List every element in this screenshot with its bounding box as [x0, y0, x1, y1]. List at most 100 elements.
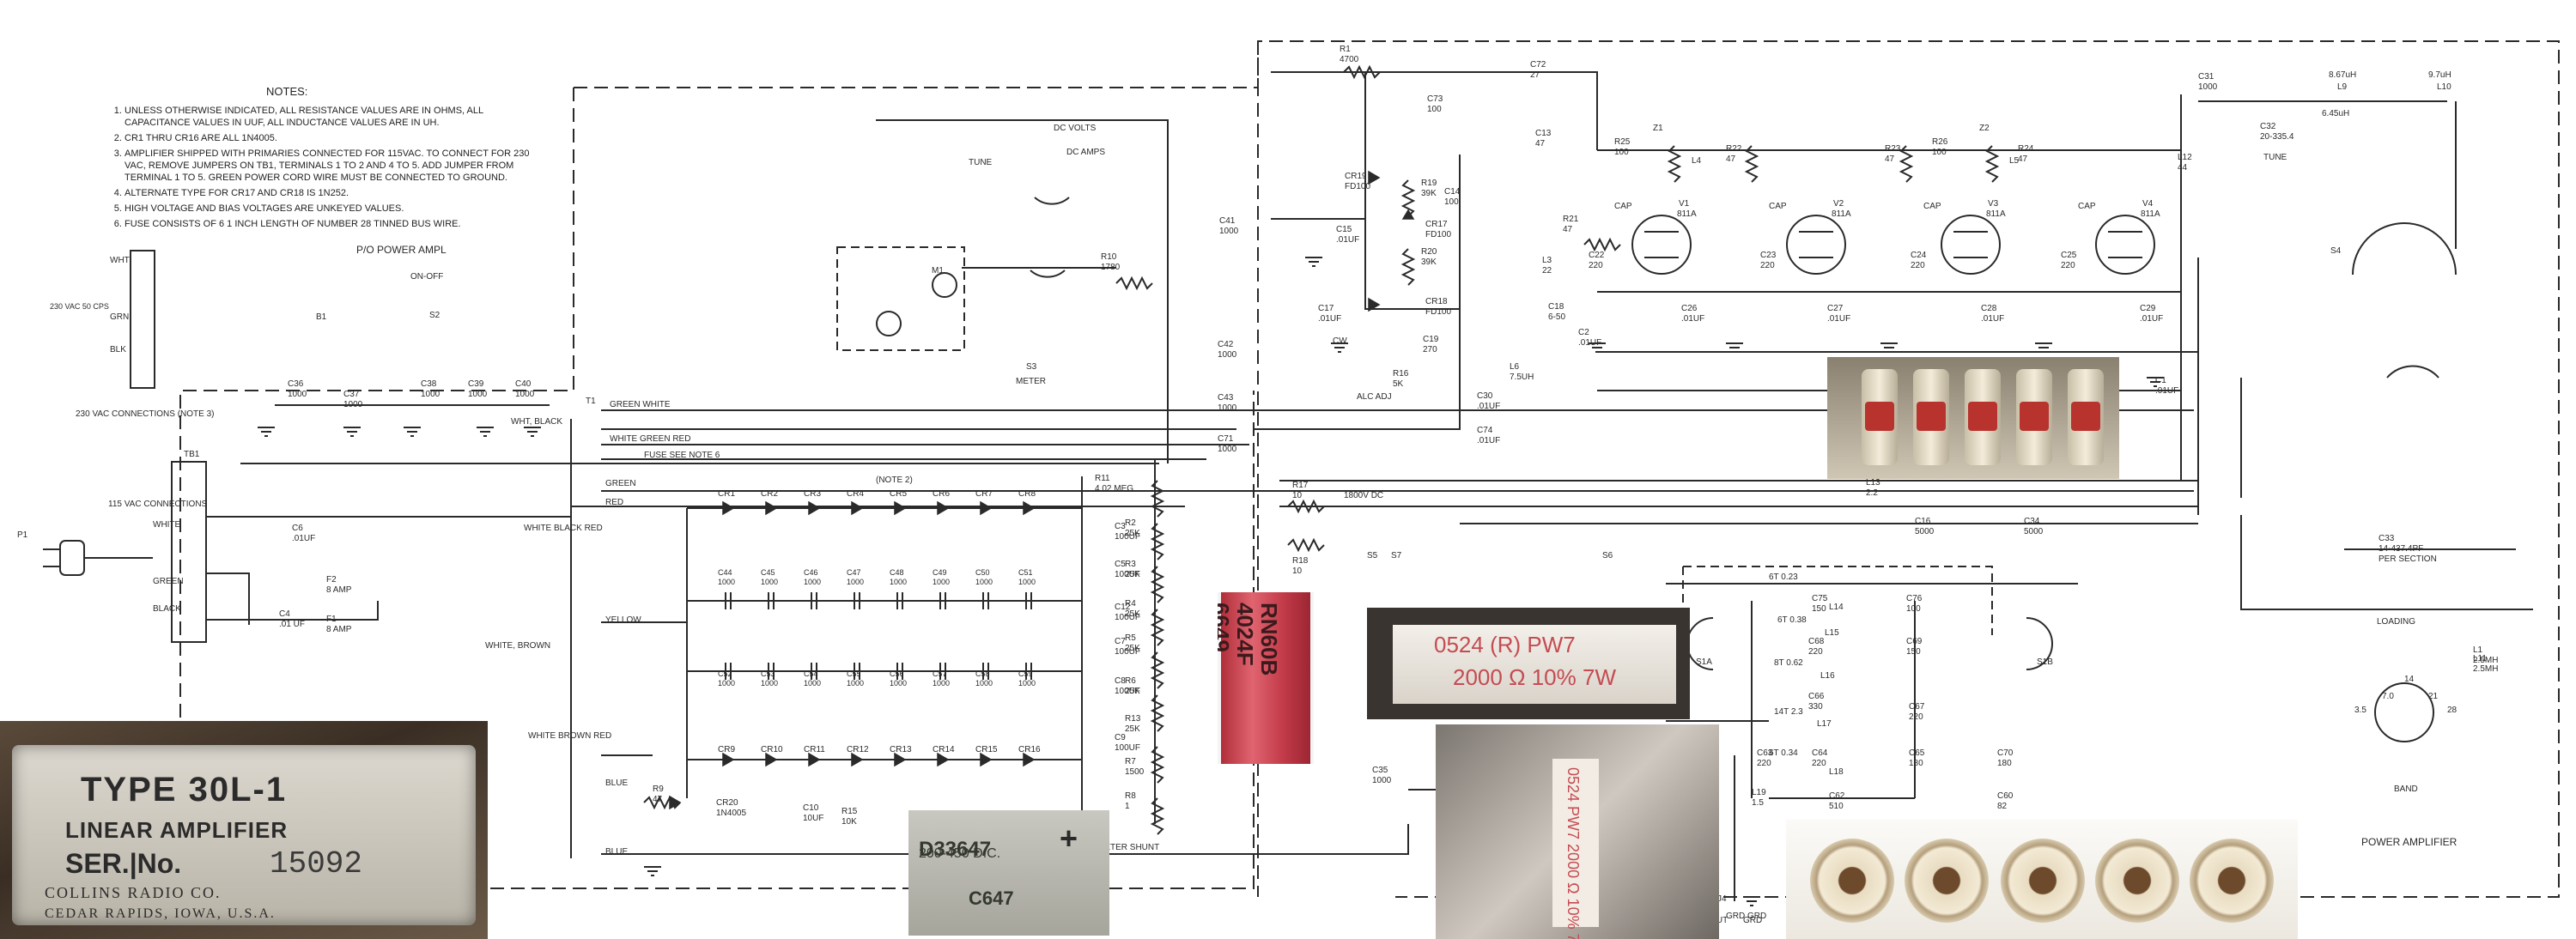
- wire-label: BLK: [110, 345, 126, 354]
- component-label-c68: C68: [1808, 637, 1825, 646]
- component-label-c29: C29: [2140, 304, 2156, 313]
- component-label-c33: 14-437.4PF: [2379, 544, 2423, 554]
- component-label-c30: C30: [1477, 391, 1493, 401]
- component-label-c13: C13: [1535, 129, 1552, 138]
- component-label-r19: R19: [1421, 179, 1437, 188]
- note-item: AMPLIFIER SHIPPED WITH PRIMARIES CONNECT…: [125, 148, 537, 184]
- tube-socket-photo: [1786, 820, 2298, 939]
- component-label-f2: 8 AMP: [326, 585, 352, 595]
- component-label-l17v: 14T 2.3: [1774, 707, 1803, 717]
- component-label-c74: C74: [1477, 426, 1493, 435]
- note-item: FUSE CONSISTS OF 6 1 INCH LENGTH OF NUMB…: [125, 218, 537, 230]
- wire-label: GREEN: [605, 479, 636, 488]
- component-label-c27: C27: [1827, 304, 1844, 313]
- component-label-r6: R6: [1125, 676, 1136, 686]
- component-label-r17: R17: [1292, 481, 1309, 490]
- rectifier-diode-label: CR13: [890, 745, 912, 754]
- component-label-l13: 2.2: [1866, 488, 1878, 498]
- component-label-r26: R26: [1932, 137, 1948, 147]
- component-label-l17: L17: [1817, 719, 1832, 729]
- filter-cap-label: 1000: [718, 679, 735, 688]
- component-label-c9: 100UF: [1115, 743, 1140, 753]
- component-label-c24: 220: [1911, 261, 1925, 270]
- tube-ref: V3: [1988, 199, 1999, 209]
- component-label-r16: 5K: [1393, 379, 1404, 389]
- component-label-l18v: 6T 0.34: [1769, 748, 1798, 758]
- component-label-c37: 1000: [343, 400, 363, 409]
- component-label-c18: 6-50: [1548, 312, 1565, 322]
- component-label-r8: 1: [1125, 802, 1130, 811]
- component-label-p1: P1: [17, 530, 28, 540]
- component-label-l11: 2.5MH: [2473, 664, 2498, 674]
- component-label-s1b: S1B: [2037, 657, 2053, 667]
- tube-type: 811A: [2141, 209, 2160, 219]
- tube-socket: [2001, 839, 2085, 923]
- component-label-r24: 47: [2018, 154, 2028, 164]
- filter-cap-label: 1000: [761, 578, 778, 586]
- component-label-c38: 1000: [421, 390, 440, 399]
- band-position-label: 14: [2404, 675, 2415, 684]
- vac-230-label: 230 VAC 50 CPS: [50, 302, 109, 311]
- notes-block: NOTES: UNLESS OTHERWISE INDICATED, ALL R…: [107, 86, 537, 233]
- tube-socket: [2095, 839, 2179, 923]
- tube-socket: [2190, 839, 2274, 923]
- coil: [2016, 369, 2052, 465]
- rectifier-diode-label: CR14: [933, 745, 955, 754]
- component-label-r25: 100: [1614, 148, 1629, 157]
- filter-cap-label: C59: [1018, 669, 1033, 678]
- rectifier-diode-label: CR6: [933, 489, 950, 499]
- component-label-l9v: 8.67uH: [2329, 70, 2356, 80]
- component-label-l4: L4: [1692, 156, 1702, 166]
- component-label-c12: 100UF: [1115, 613, 1140, 622]
- component-label-c62: 510: [1829, 802, 1844, 811]
- component-label-r23: 47: [1885, 154, 1895, 164]
- capacitor-rating: 200-450 D.C.: [919, 846, 1001, 861]
- tube-cap-label: CAP: [1614, 202, 1632, 211]
- rectifier-diode-label: CR1: [718, 489, 735, 499]
- component-label-c1: .01UF: [2155, 386, 2178, 396]
- filter-cap-label: 1000: [890, 578, 907, 586]
- component-label-r23: R23: [1885, 144, 1901, 154]
- coil: [1862, 369, 1898, 465]
- component-label-c25: 220: [2061, 261, 2075, 270]
- coil-photo: [1827, 357, 2119, 479]
- component-label-c3: C3: [1115, 522, 1126, 531]
- component-label-c12: C12: [1115, 603, 1131, 612]
- nameplate: TYPE 30L-1 LINEAR AMPLIFIER SER.|No. 150…: [12, 745, 476, 925]
- component-label-c64: 220: [1812, 759, 1826, 768]
- coil: [1965, 369, 2001, 465]
- component-label-c31: C31: [2198, 72, 2215, 82]
- component-label-c14: 100: [1444, 197, 1459, 207]
- component-label-c19: C19: [1423, 335, 1439, 344]
- component-label-c40: C40: [515, 379, 532, 389]
- component-label-c40: 1000: [515, 390, 535, 399]
- connections-115-label: 115 VAC CONNECTIONS: [108, 500, 208, 509]
- band-position-label: 21: [2428, 692, 2439, 701]
- component-label-c65: C65: [1909, 748, 1925, 758]
- component-label-c10: C10: [803, 803, 819, 813]
- component-label-c5: 100UF: [1115, 570, 1140, 579]
- component-label-c19: 270: [1423, 345, 1437, 354]
- filter-cap-label: C53: [761, 669, 775, 678]
- wire-label: RED: [605, 498, 623, 507]
- component-label-c34: C34: [2024, 517, 2040, 526]
- component-label-r16: R16: [1393, 369, 1409, 379]
- rectifier-diode-label: CR3: [804, 489, 821, 499]
- component-label-s2: S2: [429, 311, 440, 320]
- component-label-m1: M1: [932, 266, 944, 276]
- component-label-cr19: CR19: [1345, 172, 1367, 181]
- component-label-c3: 100UF: [1115, 532, 1140, 542]
- component-label-r20: R20: [1421, 247, 1437, 257]
- rectifier-diode-label: CR16: [1018, 745, 1041, 754]
- notes-heading: NOTES:: [266, 85, 308, 98]
- component-label-j4: J4: [1717, 894, 1727, 904]
- rectifier-diode-label: CR12: [847, 745, 869, 754]
- filter-cap-label: 1000: [847, 578, 864, 586]
- component-label-l11: L11: [2473, 654, 2487, 663]
- component-label-c71: 1000: [1218, 445, 1237, 454]
- nameplate-ser-label: SER.|No.: [65, 848, 182, 879]
- component-label-f1: 8 AMP: [326, 625, 352, 634]
- component-label-l15v: 6T 0.38: [1777, 615, 1807, 625]
- rectifier-diode-label: CR5: [890, 489, 907, 499]
- component-label-r20: 39K: [1421, 257, 1437, 267]
